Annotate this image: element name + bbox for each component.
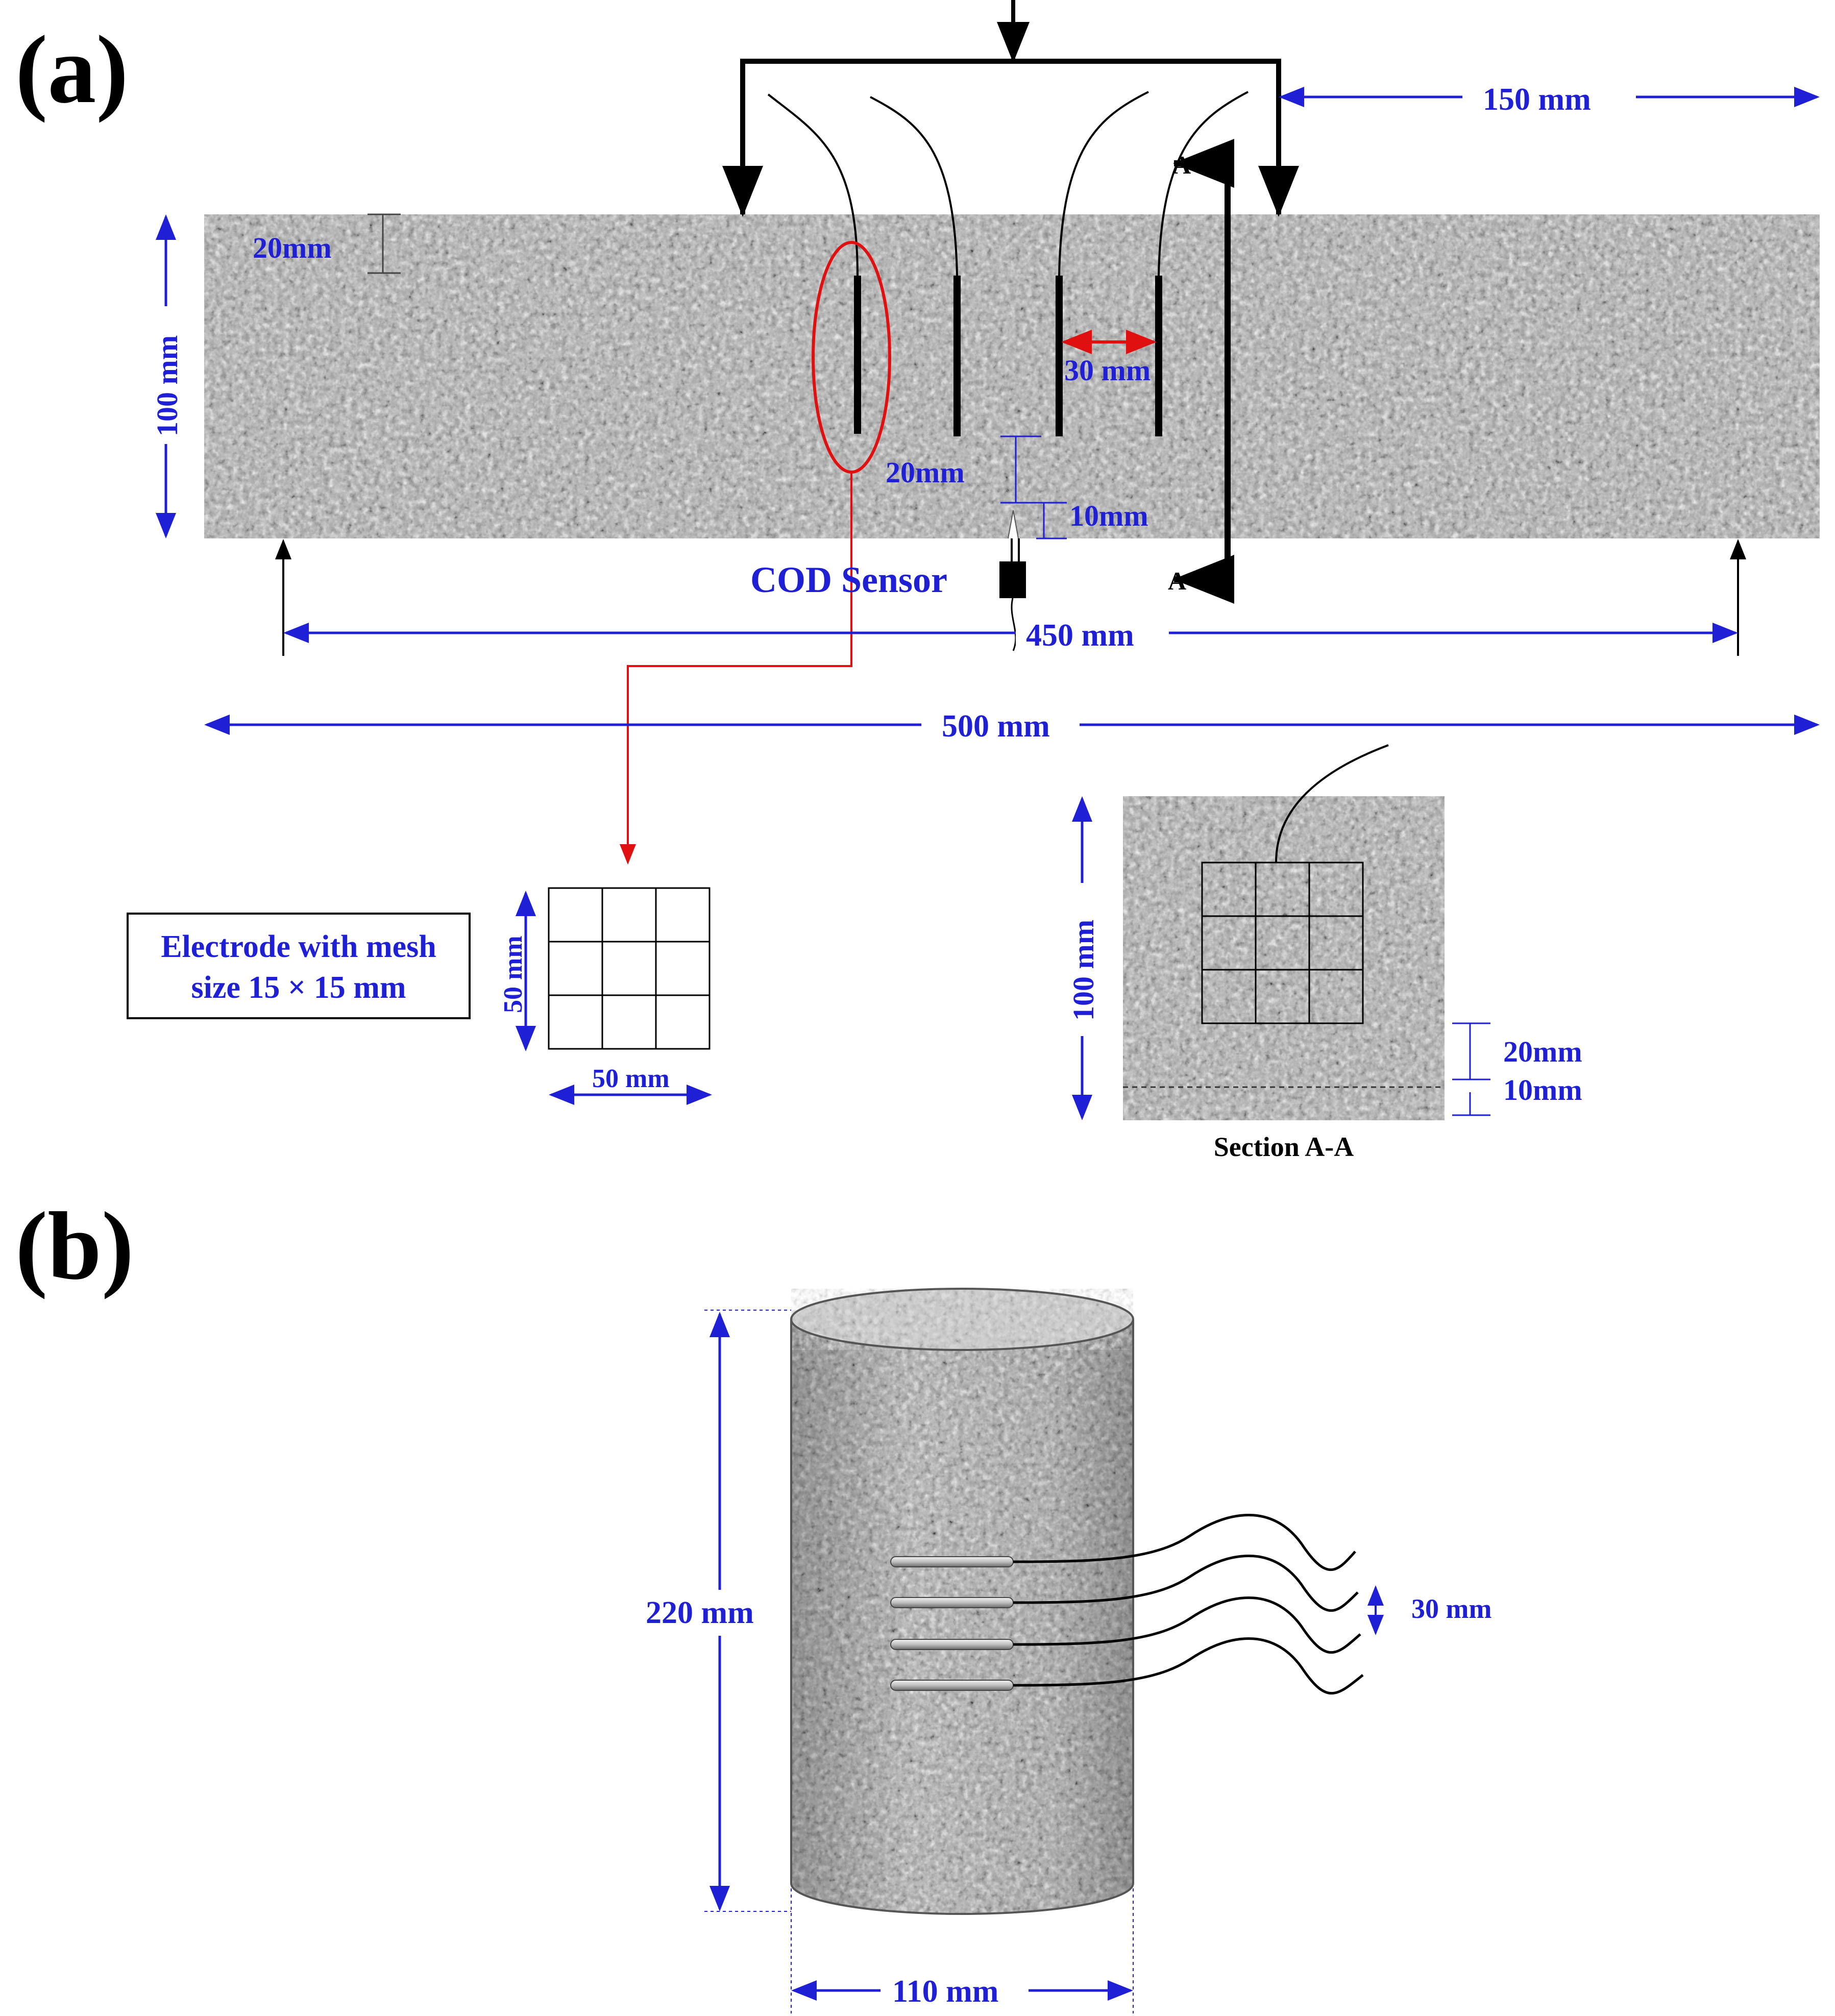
cylinder-dim-30-label: 30 mm [1411,1593,1491,1624]
panel-b-label: (b) [15,1193,134,1300]
dim-20-top-label: 20mm [253,231,332,264]
dim-10-label: 10mm [1069,499,1148,532]
electrode-legend-box [127,913,471,1019]
beam-electrodes [854,276,1162,436]
notch-dimensions [1000,435,1067,539]
notch-cut [1008,510,1019,539]
section-dim-20-label: 20mm [1503,1035,1582,1068]
cylinder-electrode-1 [890,1556,1014,1567]
section-a-a-block [1123,796,1445,1120]
cylinder-electrode-3 [890,1639,1014,1650]
cylinder-electrode-2 [890,1597,1014,1608]
dim-150-label: 150 mm [1483,82,1591,117]
dim-450-label: 450 mm [1026,618,1134,653]
cod-sensor-label: COD Sensor [750,559,947,600]
dim-220-label: 220 mm [646,1595,754,1630]
mesh-dim-vertical-label: 50 mm [499,936,528,1013]
cylinder-electrodes [890,1556,1014,1691]
cylinder-wires [1013,1513,1364,1695]
section-dim-100-label: 100 mm [1067,920,1100,1021]
dim-500-label: 500 mm [942,709,1050,744]
cylinder-height-extension-lines [704,1310,791,1912]
electrode-legend-line1: Electrode with mesh [161,929,436,964]
dim-100-label: 100 mm [151,335,184,436]
cylinder-electrode-4 [890,1680,1014,1691]
electrode-mesh-grid [548,887,711,1050]
electrode-legend-line2: size 15 × 15 mm [191,970,406,1005]
section-mark-bottom: A [1168,567,1186,595]
mesh-dim-horizontal-label: 50 mm [592,1064,670,1093]
panel-a-label: (a) [15,16,129,124]
concrete-beam [204,214,1820,538]
section-mark-top: A [1172,151,1191,179]
section-mesh-grid [1201,862,1364,1024]
section-caption: Section A-A [1214,1132,1354,1162]
dim-20-bottom-label: 20mm [886,456,965,489]
dim-110-label: 110 mm [892,1974,998,2009]
section-wire [1275,744,1389,863]
load-frame [722,0,1299,217]
dim-20-top [368,213,401,274]
section-small-dims [1452,1022,1490,1116]
dim-30-label: 30 mm [1064,354,1151,387]
section-dim-10-label: 10mm [1503,1073,1582,1107]
highlight-leader-line [620,472,852,865]
